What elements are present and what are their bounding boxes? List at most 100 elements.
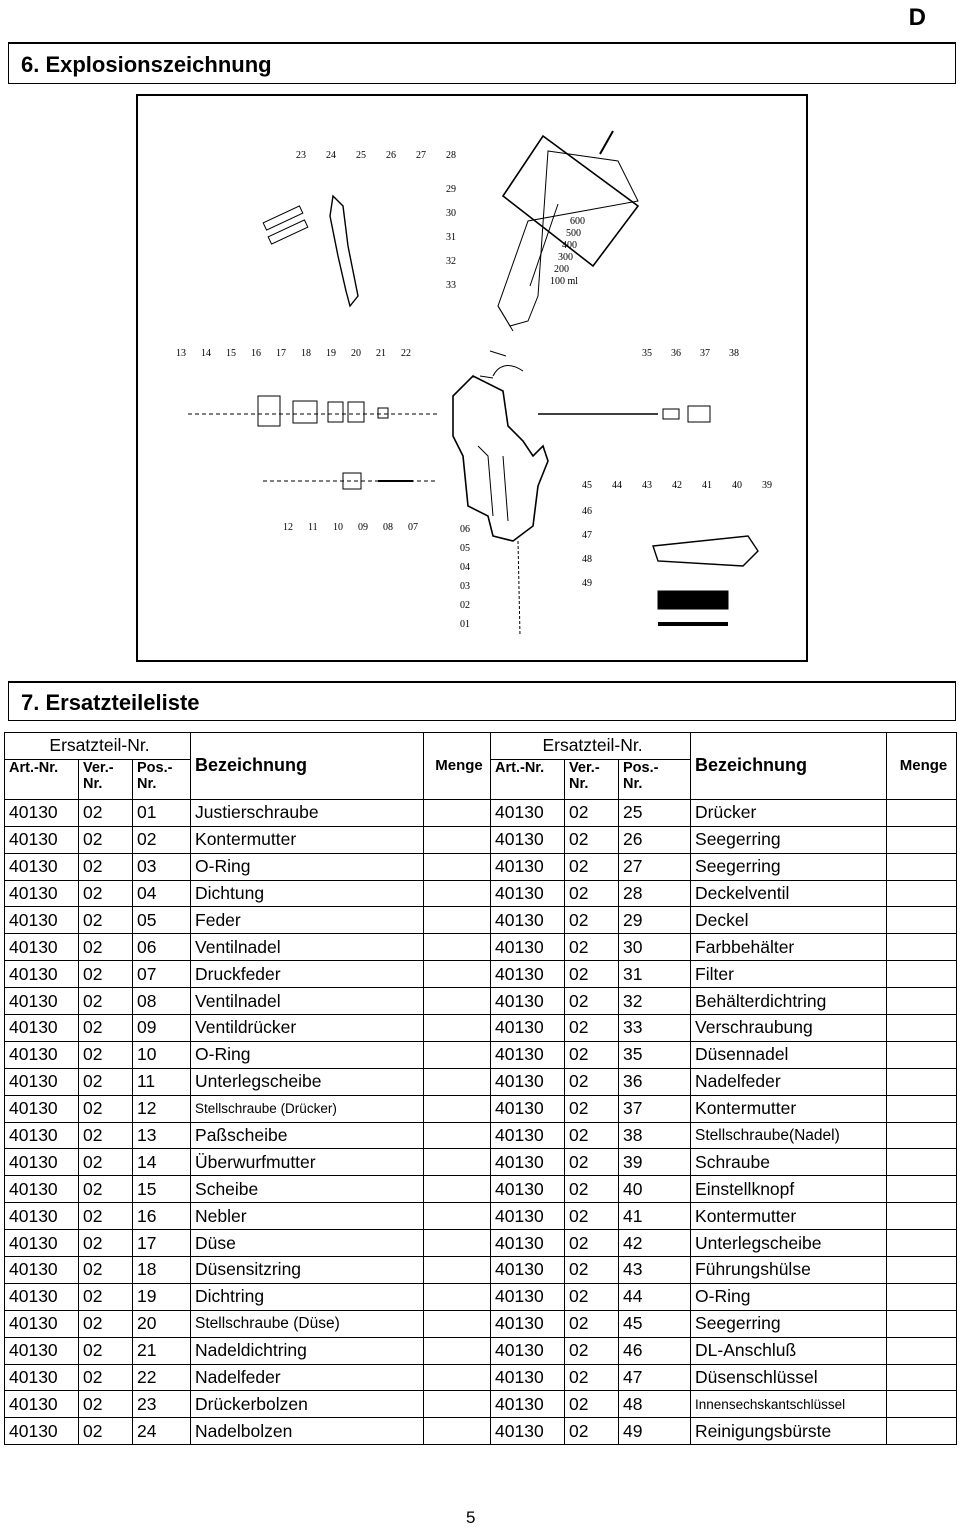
right-ver-nr-cell: 02 bbox=[564, 798, 620, 827]
left-menge-cell bbox=[423, 852, 492, 881]
header-ver-right: Ver.- Nr. bbox=[564, 758, 620, 800]
right-menge-cell bbox=[886, 1175, 958, 1204]
callout-label: 15 bbox=[226, 348, 236, 359]
right-ver-nr-cell: 02 bbox=[564, 1256, 620, 1284]
left-art-nr-cell: 40130 bbox=[4, 1417, 79, 1446]
left-menge-cell bbox=[423, 1121, 492, 1150]
callout-label: 45 bbox=[582, 480, 592, 491]
right-art-nr-cell: 40130 bbox=[490, 825, 566, 854]
callout-label: 08 bbox=[383, 522, 393, 533]
callout-label: 23 bbox=[296, 150, 306, 161]
right-menge-cell bbox=[886, 1363, 958, 1392]
right-art-nr-cell: 40130 bbox=[490, 1067, 566, 1096]
callout-label: 04 bbox=[460, 562, 470, 573]
right-bezeichnung-cell: O-Ring bbox=[690, 1282, 888, 1311]
right-art-nr-cell: 40130 bbox=[490, 1202, 566, 1231]
right-menge-cell bbox=[886, 1336, 958, 1365]
callout-label: 21 bbox=[376, 348, 386, 359]
callout-label: 38 bbox=[729, 348, 739, 359]
callout-label: 13 bbox=[176, 348, 186, 359]
left-menge-cell bbox=[423, 1363, 492, 1392]
left-art-nr-cell: 40130 bbox=[4, 1094, 79, 1123]
left-menge-cell bbox=[423, 1040, 492, 1069]
right-menge-cell bbox=[886, 906, 958, 935]
callout-label: 26 bbox=[386, 150, 396, 161]
callout-label: 32 bbox=[446, 256, 456, 267]
right-menge-cell bbox=[886, 1014, 958, 1042]
left-art-nr-cell: 40130 bbox=[4, 1282, 79, 1311]
right-menge-cell bbox=[886, 852, 958, 881]
right-menge-cell bbox=[886, 987, 958, 1016]
left-bezeichnung-cell: Ventildrücker bbox=[190, 1014, 425, 1042]
right-pos-nr-cell: 45 bbox=[618, 1309, 692, 1338]
right-ver-nr-cell: 02 bbox=[564, 1309, 620, 1338]
left-bezeichnung-cell: Ventilnadel bbox=[190, 933, 425, 962]
callout-label: 12 bbox=[283, 522, 293, 533]
right-art-nr-cell: 40130 bbox=[490, 879, 566, 908]
right-pos-nr-cell: 26 bbox=[618, 825, 692, 854]
callout-label: 11 bbox=[308, 522, 318, 533]
left-menge-cell bbox=[423, 1094, 492, 1123]
left-menge-cell bbox=[423, 825, 492, 854]
section-heading-parts-list: 7. Ersatzteileliste bbox=[8, 681, 956, 721]
right-pos-nr-cell: 32 bbox=[618, 987, 692, 1016]
right-pos-nr-cell: 43 bbox=[618, 1256, 692, 1284]
right-pos-nr-cell: 48 bbox=[618, 1390, 692, 1419]
left-menge-cell bbox=[423, 1256, 492, 1284]
left-ver-nr-cell: 02 bbox=[78, 852, 133, 881]
nozzle-parts-illustration bbox=[188, 395, 711, 427]
right-ver-nr-cell: 02 bbox=[564, 1336, 620, 1365]
right-pos-nr-cell: 40 bbox=[618, 1175, 692, 1204]
right-bezeichnung-cell: Führungshülse bbox=[690, 1256, 888, 1284]
right-pos-nr-cell: 36 bbox=[618, 1067, 692, 1096]
right-bezeichnung-cell: Farbbehälter bbox=[690, 933, 888, 962]
right-art-nr-cell: 40130 bbox=[490, 1121, 566, 1150]
right-pos-nr-cell: 38 bbox=[618, 1121, 692, 1150]
left-ver-nr-cell: 02 bbox=[78, 1202, 133, 1231]
left-bezeichnung-cell: Dichtung bbox=[190, 879, 425, 908]
right-menge-cell bbox=[886, 1148, 958, 1177]
right-ver-nr-cell: 02 bbox=[564, 1202, 620, 1231]
left-pos-nr-cell: 04 bbox=[131, 879, 192, 908]
header-name-left: Bezeichnung bbox=[190, 732, 425, 800]
callout-label: 16 bbox=[251, 348, 261, 359]
callout-label: 02 bbox=[460, 600, 470, 611]
left-art-nr-cell: 40130 bbox=[4, 1067, 79, 1096]
left-art-nr-cell: 40130 bbox=[4, 1175, 79, 1204]
left-menge-cell bbox=[423, 1175, 492, 1204]
left-art-nr-cell: 40130 bbox=[4, 1336, 79, 1365]
gun-body-illustration bbox=[452, 365, 549, 637]
header-art-left: Art.-Nr. bbox=[4, 758, 79, 800]
left-bezeichnung-cell: Scheibe bbox=[190, 1175, 425, 1204]
callout-label: 07 bbox=[408, 522, 418, 533]
right-bezeichnung-cell: Kontermutter bbox=[690, 1094, 888, 1123]
left-ver-nr-cell: 02 bbox=[78, 1363, 133, 1392]
left-art-nr-cell: 40130 bbox=[4, 1363, 79, 1392]
right-bezeichnung-cell: Düsenschlüssel bbox=[690, 1363, 888, 1392]
right-pos-nr-cell: 44 bbox=[618, 1282, 692, 1311]
right-ver-nr-cell: 02 bbox=[564, 906, 620, 935]
right-bezeichnung-cell: Behälterdichtring bbox=[690, 987, 888, 1016]
callout-label: 300 bbox=[558, 252, 573, 263]
right-menge-cell bbox=[886, 960, 958, 989]
left-menge-cell bbox=[423, 987, 492, 1016]
callout-label: 10 bbox=[333, 522, 343, 533]
left-pos-nr-cell: 23 bbox=[131, 1390, 192, 1419]
right-pos-nr-cell: 30 bbox=[618, 933, 692, 962]
right-pos-nr-cell: 42 bbox=[618, 1229, 692, 1258]
right-art-nr-cell: 40130 bbox=[490, 906, 566, 935]
left-art-nr-cell: 40130 bbox=[4, 1202, 79, 1231]
right-ver-nr-cell: 02 bbox=[564, 1094, 620, 1123]
right-pos-nr-cell: 29 bbox=[618, 906, 692, 935]
section-heading-exploded-view: 6. Explosionszeichnung bbox=[8, 42, 956, 84]
left-bezeichnung-cell: Nebler bbox=[190, 1202, 425, 1231]
callout-label: 28 bbox=[446, 150, 456, 161]
left-art-nr-cell: 40130 bbox=[4, 1309, 79, 1338]
right-bezeichnung-cell: Deckel bbox=[690, 906, 888, 935]
right-bezeichnung-cell: Filter bbox=[690, 960, 888, 989]
